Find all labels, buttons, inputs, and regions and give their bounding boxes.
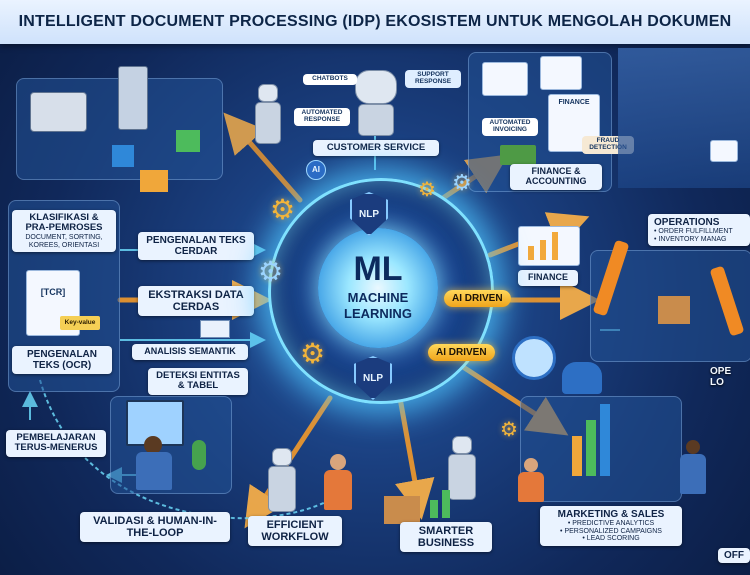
efficient-workflow-label: EFFICIENT WORKFLOW: [248, 516, 342, 547]
chart-card-icon: [482, 62, 528, 96]
scanner-icon: [30, 92, 87, 132]
ai-small-badge: AI: [306, 160, 326, 180]
support-response-bubble: SUPPORT RESPONSE: [405, 70, 461, 88]
ml-title: ML: [353, 250, 403, 288]
plant-icon: [192, 440, 206, 470]
table-grid-icon: [200, 320, 230, 338]
gear-icon-3: ⚙: [300, 338, 326, 369]
key-value-tag: Key-value: [60, 316, 100, 330]
automated-response-bubble: AUTOMATED RESPONSE: [294, 108, 350, 126]
sales-person-head: [524, 458, 538, 472]
ope-partial-2: LO: [710, 377, 724, 388]
gear-icon-5: ⚙: [418, 179, 436, 201]
gear-icon-4: ⚙: [452, 170, 472, 195]
robot-body: [255, 102, 281, 144]
sort-bin-green-icon: [176, 130, 200, 152]
title-bar: INTELLIGENT DOCUMENT PROCESSING (IDP) EK…: [0, 0, 750, 44]
gear-icon-6: ⚙: [500, 419, 518, 441]
ml-brain-icon: [318, 228, 438, 348]
ope-partial-1: OPE: [710, 366, 732, 377]
automated-invoicing-bubble: AUTOMATED INVOICING: [482, 118, 538, 136]
page-title: INTELLIGENT DOCUMENT PROCESSING (IDP) EK…: [18, 13, 732, 30]
sales-person-icon: [518, 472, 544, 502]
business-robot-body: [448, 454, 476, 500]
chatbots-bubble: CHATBOTS: [303, 74, 357, 85]
growth-bar-1: [430, 500, 438, 518]
smarter-business-label: SMARTER BUSINESS: [400, 522, 492, 553]
city-skyline: [618, 48, 750, 188]
operations-title: OPERATIONS: [654, 217, 720, 228]
workflow-robot-icon: [272, 448, 292, 466]
finance-bar-3: [552, 232, 558, 260]
pembelajaran-label: PEMBELAJARAN TERUS-MENERUS: [6, 430, 106, 457]
marketing-bar-1: [572, 436, 582, 476]
nlp-top-text: NLP: [359, 208, 379, 220]
marketing-item-3: • LEAD SCORING: [582, 535, 640, 543]
finance-label: FINANCE: [518, 270, 578, 286]
finance-document: FINANCE: [548, 94, 600, 152]
ml-line-3: LEARNING: [344, 306, 412, 321]
sort-bin-blue-icon: [112, 145, 134, 167]
klasifikasi-label: KLASIFIKASI & PRA-PEMROSES DOCUMENT, SOR…: [12, 210, 116, 253]
clock-icon: [512, 336, 556, 380]
finance-accounting-label: FINANCE & ACCOUNTING: [510, 164, 602, 190]
sort-bin-orange-icon: [140, 170, 168, 192]
gear-icon-2: ⚙: [258, 256, 284, 287]
klasifikasi-title: KLASIFIKASI & PRA-PEMROSES: [25, 212, 103, 234]
robot-icon: [258, 84, 278, 102]
operations-item-2: • INVENTORY MANAG: [654, 235, 727, 243]
marketing-item-2: • PERSONALIZED CAMPAIGNS: [560, 527, 662, 535]
package-icon: [658, 296, 690, 324]
person-head: [144, 436, 162, 454]
ekstraksi-label: EKSTRAKSI DATA CERDAS: [138, 286, 254, 317]
operations-item-1: • ORDER FULFILLMENT: [654, 228, 733, 235]
money-stack-icon: [500, 145, 536, 165]
finance-bar-1: [528, 246, 534, 260]
ml-line-2: MACHINE: [347, 290, 409, 305]
woman-head: [330, 454, 346, 470]
workflow-robot-body: [268, 466, 296, 512]
pie-chart-icon: [540, 56, 582, 90]
box-icon: [384, 496, 420, 524]
analisis-label: ANALISIS SEMANTIK: [132, 344, 248, 360]
gear-icon-1: ⚙: [270, 194, 296, 225]
finance-bar-2: [540, 240, 546, 260]
off-partial-label: OFF: [718, 548, 750, 563]
ocr-label: PENGENALAN TEKS (OCR): [12, 346, 112, 374]
deteksi-label: DETEKSI ENTITAS & TABEL: [148, 368, 248, 395]
woman-icon: [324, 470, 352, 510]
klasifikasi-sub: DOCUMENT, SORTING, KOREES, ORIENTASI: [25, 233, 103, 249]
business-robot-icon: [452, 436, 472, 454]
marketing-bar-2: [586, 420, 596, 476]
ai-driven-badge-top: AI DRIVEN: [444, 290, 511, 307]
growth-bar-2: [442, 490, 450, 518]
ocr-tag: [TCR]: [40, 287, 66, 297]
marketing-title: MARKETING & SALES: [557, 509, 665, 520]
pengenalan-cerdas-label: PENGENALAN TEKS CERDAR: [138, 232, 254, 260]
support-robot-icon: [355, 70, 397, 104]
customer-service-label: CUSTOMER SERVICE: [313, 140, 439, 157]
analyst-icon: [680, 454, 706, 494]
laptop-icon: [710, 140, 738, 162]
person-icon: [136, 452, 172, 490]
support-robot-body: [358, 104, 394, 136]
ope-partial-label: OPE LO: [710, 366, 750, 388]
marketing-bar-3: [600, 404, 610, 476]
marketing-label: MARKETING & SALES • PREDICTIVE ANALYTICS…: [540, 506, 682, 547]
analyst-head: [686, 440, 700, 454]
operations-label: OPERATIONS • ORDER FULFILLMENT • INVENTO…: [648, 214, 750, 247]
nlp-bottom-text: NLP: [363, 372, 383, 384]
users-icon: [562, 362, 602, 394]
validasi-label: VALIDASI & HUMAN-IN-THE-LOOP: [80, 512, 230, 543]
server-icon: [118, 66, 148, 130]
ai-driven-badge-bottom: AI DRIVEN: [428, 344, 495, 361]
marketing-item-1: • PREDICTIVE ANALYTICS: [567, 520, 655, 527]
